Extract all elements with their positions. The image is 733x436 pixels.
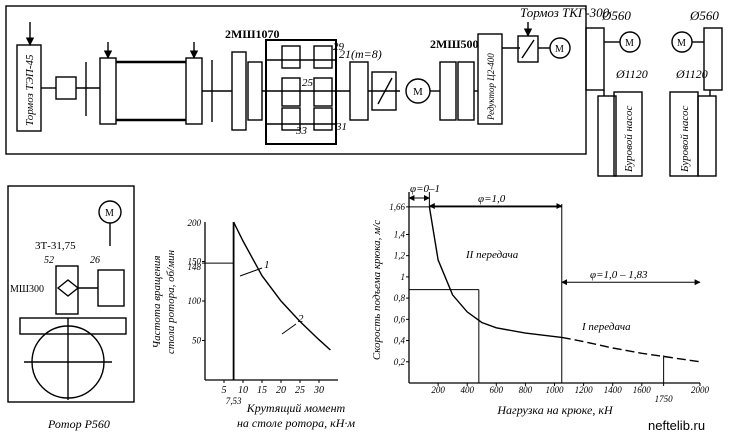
rotor-chart-leader-1 [239,267,263,277]
gear-31-label: 31 [335,121,347,133]
hook-chart-phi1: φ=0–1 [410,183,440,195]
clutch-2msh500 [439,61,457,121]
gearbox [265,39,337,145]
hook-chart-ytick: 0,4 [394,336,406,346]
hook-chart-xtick: 1000 [546,385,565,395]
hook-chart-xtick: 200 [431,385,445,395]
rotor-chart-label-1: 1 [264,259,270,271]
rotor-chart-xtick: 20 [276,385,286,396]
hook-chart-xtick: 1200 [575,385,594,395]
watermark: neftelib.ru [648,418,705,433]
rotor-clutch-label: МШ300 [10,284,44,295]
hook-chart-ytick: 1,2 [394,251,406,261]
rotor-chart-ytick: 50 [192,336,202,346]
motor-icon-pump-left [619,31,641,53]
hook-chart-ytick: 1,4 [394,229,406,239]
rotor-scheme [7,185,135,403]
rotor-table [19,317,127,335]
rotor-chart-ytick: 200 [188,218,202,228]
motor-pump-left-glyph: M [625,38,634,49]
brake-tep-label: Тормоз ТЭП-45 [24,54,36,126]
hook-chart-xtick: 800 [519,385,533,395]
hook-chart-ytick: 0,2 [394,357,406,367]
motor-rotor-glyph: M [105,208,114,219]
gear-21-label: 21(m=8) [339,47,382,61]
coupling-right [371,71,397,111]
hook-chart-ytick: 0,8 [394,293,406,303]
motor-pump-right-glyph: M [677,38,686,49]
diam-560-left: Ø560 [601,8,631,23]
rotor-chart-ylabel-1: Частота вращения [151,255,163,348]
diam-560-right: Ø560 [689,8,719,23]
rotor-chart-leader-2 [281,323,297,335]
rotor-chart-ylabel-2: стола ротора, об/мин [165,249,177,354]
pump-right [669,27,723,177]
rotor-chart-curve-2 [232,221,331,351]
diam-1120-left: Ø1120 [615,67,648,81]
rotor-chart-xlabel-1: Крутящий момент [246,401,346,415]
rotor-caption: Ротор Р560 [47,417,110,431]
motor-center-glyph: M [413,86,423,98]
pump-right-label: Буровой насос [679,105,691,173]
rotor-chart-xtick: 30 [313,385,324,396]
reducer-label: Редуктор Ц2-400 [486,53,496,121]
motor-right-glyph: M [555,44,564,55]
rotor-chart-xtick: 25 [295,385,305,396]
clutch-2msh1070-label: 2МШ1070 [225,27,280,41]
hook-chart-xtick: 1400 [604,385,623,395]
hook-chart-xtick: 2000 [691,385,710,395]
hook-chart-xlabel: Нагрузка на крюке, кН [496,403,614,417]
hook-chart-ytick: 1,66 [389,202,405,212]
rotor-n52: 52 [44,255,54,266]
pump-left [585,27,643,177]
hook-chart-xtick: 400 [460,385,474,395]
hook-chart-xtick: 600 [490,385,504,395]
rotor-chart-xtick: 5 [222,385,227,396]
coupling-small [55,76,77,100]
hook-chart: 0,2 0,4 0,6 0,8 1 1,2 1,4 1,66 200 400 600 800 1000 1… [389,183,709,404]
gear-29-label: 29 [333,41,345,53]
rotor-chart-xlabel-2: на столе ротора, кН·м [237,416,355,430]
rotor-chart-xtick: 15 [257,385,267,396]
rotor-n26: 26 [90,255,100,266]
drum-flange-left [99,57,117,125]
drive-scheme [5,5,587,155]
hook-chart-phi3: φ=1,0 – 1,83 [590,269,648,281]
rotor-gear-label: 3Т-31,75 [35,240,76,252]
clutch-2msh1070 [231,51,247,131]
rotor-chart-xtick: 10 [238,385,248,396]
hook-chart-xtick: 1750 [655,394,674,404]
hook-chart-ytick: 1 [401,272,406,282]
hook-chart-phi2: φ=1,0 [478,193,506,205]
brake-ktg-label: Тормоз ТКГ-300 [520,5,610,20]
hook-chart-gear2-label: II передача [465,249,519,261]
rotor-chart-ytick: 150 [188,257,202,267]
rotor-chart-ytick: 100 [188,296,202,306]
gear-33-label: 33 [295,125,308,137]
hook-chart-curve-gear-2 [428,206,562,339]
rotor-chart-xmark: 7,53 [226,396,242,406]
gear-25-label: 25 [302,77,314,89]
clutch-mshz300-icon [56,279,80,297]
hook-chart-curve-gear-1 [561,336,701,363]
hook-chart-ytick: 0,6 [394,314,406,324]
pump-left-label: Буровой насос [623,105,635,173]
motor-icon-pump-right [671,31,693,53]
drum-flange-right [185,57,203,125]
reducer-box [477,33,503,125]
diam-1120-right: Ø1120 [675,67,708,81]
hook-chart-gear1-label: I передача [581,321,631,333]
rotor-chart-ytick: 148 [188,262,202,272]
rotor-chart-label-2: 2 [298,313,304,325]
clutch-2msh500-label: 2МШ500 [430,37,479,51]
hook-chart-xtick: 1600 [633,385,652,395]
rotor-frame [7,185,135,403]
gearbox-gears [262,45,350,131]
hook-chart-ylabel: Скорость подъема крюка, м/с [371,220,383,360]
